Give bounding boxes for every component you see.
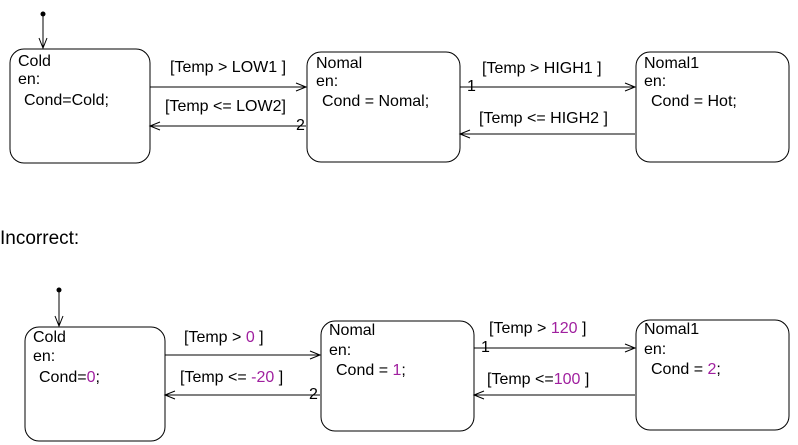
label-segment: [Temp <= (180, 369, 251, 386)
transition-cold-to-nomal-arrowhead (295, 82, 308, 92)
state-cold-entry: en: (18, 71, 40, 88)
transition-nomal-to-cold-arrowhead (148, 121, 161, 131)
label-segment: ; (96, 369, 100, 386)
label-segment: [Temp > (184, 329, 246, 346)
state-cold-name: Cold (18, 53, 51, 70)
label-segment: Cond = Nomal; (322, 93, 429, 110)
priority-label-1: 1 (481, 339, 490, 356)
state-nomal[interactable] (320, 320, 475, 432)
highlighted-value: -20 (251, 369, 274, 386)
state-nomal1-name: Nomal1 (644, 55, 699, 72)
highlighted-value: 120 (551, 320, 578, 337)
incorrect-chart: Cold en: Cond=0; Nomal en: Cond = 1; Nom… (24, 287, 790, 442)
label-segment: Cond= (39, 369, 87, 386)
state-nomal1-action: Cond = 2; (651, 361, 721, 378)
label-segment: ] (255, 329, 264, 346)
transition-nomal1-to-nomal-arrowhead (472, 390, 485, 400)
state-nomal-name: Nomal (329, 322, 375, 339)
transition-nomal-to-nomal1-arrowhead (624, 82, 637, 92)
label-segment: ; (401, 362, 405, 379)
state-nomal1[interactable] (635, 51, 790, 163)
label-segment: [Temp <= LOW2] (165, 98, 286, 115)
label-segment: [Temp > HIGH1 ] (482, 60, 602, 77)
highlighted-value: 0 (87, 369, 96, 386)
highlighted-value: 0 (246, 329, 255, 346)
label-segment: ; (716, 361, 720, 378)
highlighted-value: 100 (554, 371, 581, 388)
highlighted-value: 2 (707, 361, 716, 378)
default-transition-arrowhead (38, 37, 48, 50)
state-nomal-entry: en: (329, 342, 351, 359)
label-segment: [Temp <= HIGH2 ] (479, 110, 608, 127)
state-cold[interactable] (9, 48, 151, 164)
transition-cold-to-nomal-arrowhead (309, 350, 322, 360)
label-segment: Cond = (651, 361, 707, 378)
state-nomal1-name: Nomal1 (644, 321, 699, 338)
label-segment: Cond = (336, 362, 392, 379)
state-nomal-name: Nomal (316, 55, 362, 72)
incorrect-heading: Incorrect: (0, 228, 79, 249)
transition-nomal-to-cold-arrowhead (163, 390, 176, 400)
state-nomal-entry: en: (316, 73, 338, 90)
state-nomal-action: Cond = 1; (336, 362, 406, 379)
label-segment: [Temp <= (487, 371, 554, 388)
priority-label-2: 2 (296, 117, 305, 134)
state-nomal1-entry: en: (644, 73, 666, 90)
state-nomal1-action: Cond = Hot; (651, 93, 737, 110)
default-transition-arrowhead (54, 315, 64, 328)
priority-label-2: 2 (309, 386, 318, 403)
state-nomal1-entry: en: (644, 341, 666, 358)
transition-nomal-to-cold-label: [Temp <= -20 ] (180, 369, 283, 386)
correct-chart: Cold en: Cond=Cold; Nomal en: Cond = Nom… (9, 11, 790, 164)
transition-nomal-to-nomal1-arrowhead (624, 343, 637, 353)
label-segment: Cond=Cold; (24, 92, 109, 109)
highlighted-value: 1 (392, 362, 401, 379)
state-cold[interactable] (24, 326, 166, 442)
label-segment: Cond = Hot; (651, 93, 737, 110)
transition-nomal1-to-nomal-label: [Temp <= HIGH2 ] (479, 110, 608, 127)
transition-cold-to-nomal-label: [Temp > 0 ] (184, 329, 264, 346)
transition-cold-to-nomal-label: [Temp > LOW1 ] (170, 59, 286, 76)
label-segment: [Temp > (489, 320, 551, 337)
priority-label-1: 1 (467, 78, 476, 95)
state-nomal[interactable] (306, 51, 461, 163)
transition-nomal1-to-nomal-arrowhead (458, 129, 471, 139)
state-cold-name: Cold (33, 329, 66, 346)
label-segment: ] (274, 369, 283, 386)
transition-nomal-to-nomal1-label: [Temp > HIGH1 ] (482, 60, 602, 77)
state-cold-action: Cond=0; (39, 369, 100, 386)
transition-nomal-to-cold-label: [Temp <= LOW2] (165, 98, 286, 115)
state-nomal1[interactable] (635, 319, 790, 431)
label-segment: [Temp > LOW1 ] (170, 59, 286, 76)
transition-nomal-to-nomal1-label: [Temp > 120 ] (489, 320, 586, 337)
state-nomal-action: Cond = Nomal; (322, 93, 429, 110)
state-cold-entry: en: (33, 348, 55, 365)
label-segment: ] (580, 371, 589, 388)
state-cold-action: Cond=Cold; (24, 92, 109, 109)
transition-nomal1-to-nomal-label: [Temp <=100 ] (487, 371, 589, 388)
label-segment: ] (578, 320, 587, 337)
